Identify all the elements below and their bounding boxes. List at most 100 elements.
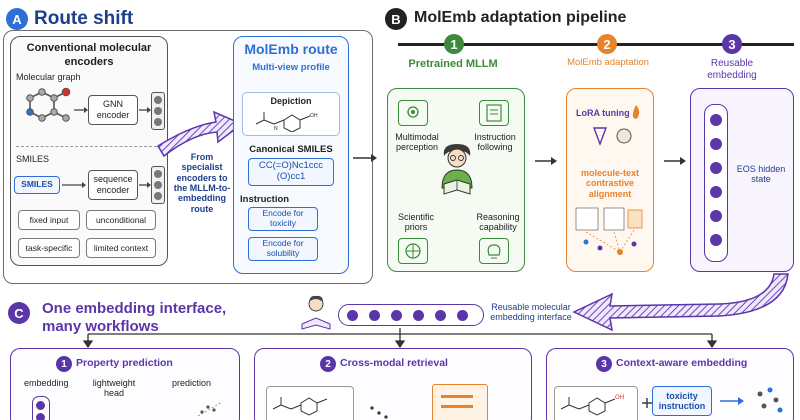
workflow-3-label: Context-aware embedding <box>616 357 748 369</box>
embedding-to-interface-arrow <box>572 273 789 332</box>
step-3-badge: 3 <box>722 34 742 54</box>
retrieval-molecule-card <box>266 386 354 420</box>
molecular-graph-label: Molecular graph <box>16 72 81 82</box>
interface-dot <box>369 310 380 321</box>
contrastive-graph-icon <box>575 207 643 255</box>
capability-scientific: Scientific priors <box>397 212 434 233</box>
context-molecule-card: OH <box>554 386 638 420</box>
property-prediction-label: prediction <box>172 378 212 388</box>
limitation-unconditional: unconditional <box>86 210 156 230</box>
property-embedding-label: embedding <box>24 378 69 388</box>
step-1-num: 1 <box>450 36 458 52</box>
embedding-dot <box>710 138 722 150</box>
graph-to-gnn-arrow <box>74 107 88 113</box>
embedding-dot <box>710 114 722 126</box>
context-molecule-icon: OH <box>560 394 624 416</box>
molemb-route-subtitle: Multi-view profile <box>252 62 330 73</box>
smiles-chip-label: SMILES <box>21 179 53 190</box>
workflow-1-num: 1 <box>61 358 67 370</box>
canonical-value: CC(=O)Nc1ccc(O)cc1 <box>258 160 324 182</box>
retrieval-molecule-icon <box>272 397 328 416</box>
embedding-dot <box>710 210 722 222</box>
gnn-to-vector-arrow <box>139 107 151 113</box>
step-2-num: 2 <box>603 36 611 52</box>
context-instruction-label: toxicity instruction <box>658 390 706 411</box>
sequence-encoder-box: sequence encoder <box>88 170 138 200</box>
step-3-label: Reusable embedding <box>707 58 757 81</box>
canonical-label: Canonical SMILES <box>249 144 333 155</box>
mllm-to-adaptation-arrow <box>535 157 557 165</box>
limitation-task-specific: task-specific <box>18 238 80 258</box>
panel-c-letter: C <box>14 305 24 321</box>
context-arrow <box>720 397 744 405</box>
flame-icon <box>632 105 640 119</box>
workflow-2-num: 2 <box>325 358 331 370</box>
retrieval-document-card <box>432 384 488 420</box>
workflow-2-badge: 2 <box>320 356 336 372</box>
depiction-molecule-icon: N OH <box>255 112 318 132</box>
embedding-dot <box>710 234 722 246</box>
interface-dot <box>413 310 424 321</box>
panel-a-title: Route shift <box>34 8 134 29</box>
step-2-label: MolEmb adaptation <box>567 57 649 68</box>
workflow-3-num: 3 <box>601 358 607 370</box>
panel-a-letter: A <box>12 11 22 27</box>
limitation-limited-context: limited context <box>86 238 156 258</box>
scientific-priors-icon <box>398 238 428 264</box>
eos-label: EOS hidden state <box>736 164 786 185</box>
lora-icon <box>592 127 632 146</box>
interface-dot <box>435 310 446 321</box>
gnn-embedding-vector <box>151 92 165 130</box>
gnn-encoder-box: GNN encoder <box>88 95 138 125</box>
sequence-encoder-label: sequence encoder <box>93 174 133 195</box>
seq-to-vector-arrow <box>139 182 151 188</box>
panel-c-title: One embedding interface, many workflows <box>42 300 227 335</box>
lora-label: LoRA tuning <box>576 108 630 118</box>
panel-b-letter: B <box>391 11 401 27</box>
instruction-icon <box>479 100 509 126</box>
workflow-1-label: Property prediction <box>76 357 173 369</box>
interface-dot <box>391 310 402 321</box>
route-shift-arrow <box>156 110 244 158</box>
context-cluster-icon <box>757 387 783 413</box>
adaptation-box <box>566 88 654 272</box>
conventional-encoders-box <box>10 36 168 266</box>
instruction-solubility: Encode for solubility <box>248 237 318 261</box>
perception-icon <box>398 100 428 126</box>
context-instruction-chip: toxicity instruction <box>652 386 712 416</box>
limitation-fixed-input: fixed input <box>18 210 80 230</box>
step-2-badge: 2 <box>597 34 617 54</box>
scientist-icon <box>441 144 473 195</box>
reader-icon <box>301 295 331 330</box>
smiles-chip: SMILES <box>14 176 60 194</box>
svg-text:OH: OH <box>615 394 624 401</box>
workflow-1-badge: 1 <box>56 356 72 372</box>
conventional-title: Conventional molecular encoders <box>26 42 152 68</box>
property-embedding-vector <box>32 396 50 420</box>
canonical-value-box: CC(=O)Nc1ccc(O)cc1 <box>248 158 334 186</box>
a-to-b-arrow <box>353 154 377 162</box>
interface-dot <box>347 310 358 321</box>
panel-b-title: MolEmb adaptation pipeline <box>414 9 627 26</box>
molemb-route-title: MolEmb route <box>244 41 338 57</box>
interface-label: Reusable molecular embedding interface <box>490 302 572 323</box>
step-1-label: Pretrained MLLM <box>408 58 498 70</box>
instruction-label: Instruction <box>240 194 290 205</box>
embedding-dot <box>710 162 722 174</box>
seq-embedding-vector <box>151 166 165 204</box>
adaptation-to-embedding-arrow <box>664 157 686 165</box>
panel-a-badge: A <box>6 8 28 30</box>
capability-instruction: Instruction following <box>474 132 516 153</box>
distribution-lines <box>82 328 718 348</box>
step-3-num: 3 <box>728 36 736 52</box>
molecular-graph-icon <box>26 87 71 122</box>
workflow-2-label: Cross-modal retrieval <box>340 357 448 369</box>
property-head-label: lightweight head <box>92 378 136 399</box>
gnn-encoder-label: GNN encoder <box>96 99 130 120</box>
panel-b-badge: B <box>385 8 407 30</box>
pipeline-line <box>398 43 794 46</box>
contrastive-label: molecule-text contrastive alignment <box>580 168 640 199</box>
instruction-toxicity: Encode for toxicity <box>248 207 318 231</box>
prediction-scatter-icon <box>197 401 223 417</box>
smiles-to-seq-arrow <box>62 182 86 188</box>
